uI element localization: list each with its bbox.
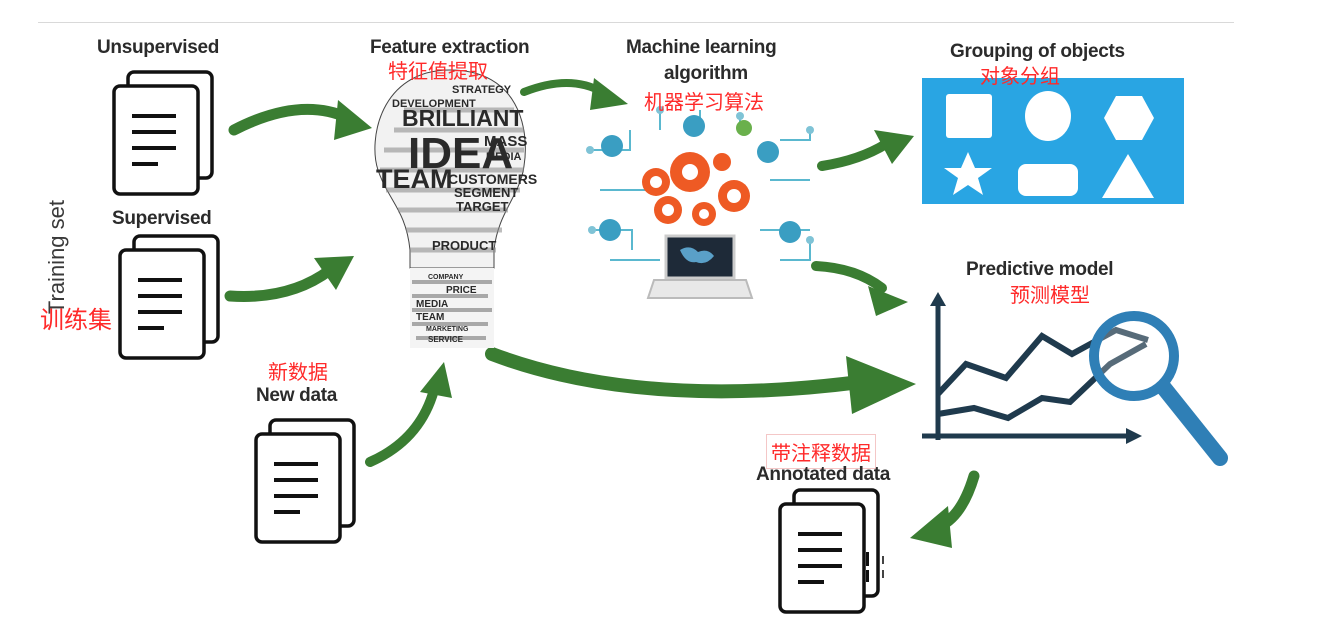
- bulb-word-media2: MEDIA: [416, 299, 448, 310]
- ml-label-line1: Machine learning: [626, 37, 777, 58]
- bulb-word-team: TEAM: [376, 164, 453, 194]
- bulb-word-strategy: STRATEGY: [452, 84, 512, 96]
- scan-marks: [866, 552, 884, 582]
- grouping-label: Grouping of objects: [950, 41, 1125, 62]
- arrow-supervised-to-feature: [224, 256, 354, 302]
- new-data-label-zh: 新数据: [268, 360, 328, 384]
- arrow-newdata-to-feature: [365, 362, 452, 467]
- annotated-data-label: Annotated data: [756, 464, 891, 485]
- bulb-word-development: DEVELOPMENT: [392, 98, 476, 110]
- supervised-label: Supervised: [112, 208, 212, 229]
- predictive-model-chart: [922, 292, 1228, 466]
- bulb-word-idea: IDEA: [408, 129, 513, 178]
- supervised-document-icon: [118, 234, 220, 360]
- arrow-ml-to-predictive: [811, 261, 908, 316]
- idea-bulb-wordcloud: [374, 69, 526, 348]
- grouping-label-zh: 对象分组: [980, 64, 1060, 88]
- bulb-word-customers: CUSTOMERS: [448, 171, 537, 187]
- bulb-word-price: PRICE: [446, 285, 477, 296]
- unsupervised-document-icon: [112, 70, 214, 196]
- arrow-feature-to-ml: [520, 78, 628, 110]
- bulb-word-mass: MASS: [484, 133, 527, 150]
- bulb-word-segment: SEGMENT: [454, 185, 518, 200]
- training-set-label-zh: 训练集: [40, 306, 112, 334]
- ml-label-line2: algorithm: [664, 63, 748, 84]
- training-set-label: Training set: [44, 200, 69, 315]
- bulb-word-marketing: MARKETING: [426, 326, 469, 333]
- new-data-label: New data: [256, 385, 338, 406]
- bulb-word-company: COMPANY: [428, 274, 464, 281]
- bulb-word-team2: TEAM: [416, 312, 444, 323]
- bulb-word-service: SERVICE: [428, 335, 464, 344]
- new-data-document-icon: [254, 418, 356, 544]
- arrow-ml-to-grouping: [817, 130, 914, 171]
- grouping-objects-panel: [922, 78, 1184, 204]
- unsupervised-label: Unsupervised: [97, 37, 220, 58]
- predictive-model-label-zh: 预测模型: [1010, 283, 1090, 307]
- ml-label-zh: 机器学习算法: [644, 90, 764, 114]
- annotated-document-icon: [778, 488, 880, 614]
- feature-extraction-label: Feature extraction: [370, 37, 530, 58]
- bulb-word-brilliant: BRILLIANT: [402, 105, 523, 131]
- feature-extraction-label-zh: 特征值提取: [388, 59, 488, 83]
- arrow-feature-to-predictive: [485, 347, 916, 414]
- bulb-word-product: PRODUCT: [432, 238, 496, 253]
- arrow-predictive-to-annotated: [910, 470, 980, 548]
- ml-circuit-gears-illustration: [586, 106, 814, 299]
- predictive-model-label: Predictive model: [966, 259, 1114, 280]
- bulb-word-media: MEDIA: [486, 151, 522, 163]
- arrow-unsupervised-to-feature: [228, 100, 372, 140]
- annotated-data-label-zh: 带注释数据: [766, 434, 876, 469]
- top-divider: [38, 22, 1234, 23]
- bulb-word-target: TARGET: [456, 199, 509, 214]
